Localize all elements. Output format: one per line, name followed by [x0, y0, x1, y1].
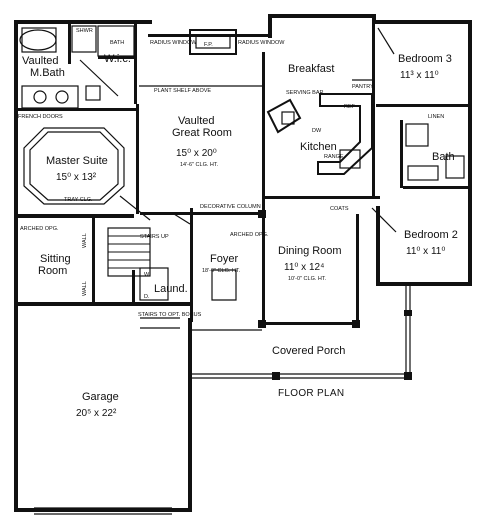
bedrooms [371, 27, 468, 233]
note-stairs-to-bonus: STAIRS TO OPT. BONUS [138, 312, 202, 318]
wic-label: W.i.c. [104, 53, 131, 65]
garage-label: Garage [82, 391, 119, 403]
note-shower: SHWR [76, 28, 93, 34]
exterior-walls [14, 14, 472, 512]
covered-porch-label: Covered Porch [272, 345, 345, 357]
bedroom2-label: Bedroom 2 [404, 229, 458, 241]
great-room-ceiling: 14'-6" CLG. HT. [180, 162, 219, 168]
floor-plan-caption: FLOOR PLAN [278, 388, 344, 399]
bedroom3-label: Bedroom 3 [398, 53, 452, 65]
foyer-stairs [92, 208, 237, 329]
foyer-ceiling: 18'-0" CLG. HT. [202, 268, 241, 274]
garage [34, 507, 172, 515]
great-room-label-1: Vaulted [178, 115, 215, 127]
master-suite-ceiling: TRAY CLG. [64, 197, 93, 203]
note-wall-2: WALL [82, 281, 88, 296]
master-suite-dim: 15⁰ x 13² [56, 172, 97, 183]
dining-room [258, 214, 360, 328]
note-dw: DW [312, 128, 322, 134]
annotation-notes: RADIUS WINDOW RADIUS WINDOW F.P. PLANT S… [18, 28, 444, 318]
foyer-label: Foyer [210, 253, 238, 265]
note-arched-opg-2: ARCHED OPG. [230, 232, 269, 238]
fireplace-bump [150, 29, 270, 55]
great-room-label-2: Great Room [172, 127, 232, 139]
note-ref: REF [344, 104, 356, 110]
note-dryer: D. [144, 294, 150, 300]
great-room-dim: 15⁰ x 20⁰ [176, 148, 217, 159]
note-linen: LINEN [428, 114, 444, 120]
vaulted-mbath-label-2: M.Bath [30, 67, 65, 79]
note-french-doors: FRENCH DOORS [18, 114, 63, 120]
note-serving-bar: SERVING BAR [286, 90, 324, 96]
note-stairs-up: STAIRS UP [140, 234, 169, 240]
master-bath [18, 24, 137, 111]
note-coats: COATS [330, 206, 349, 212]
dining-room-ceiling: 10'-0" CLG. HT. [288, 276, 327, 282]
kitchen-label: Kitchen [300, 141, 337, 153]
vaulted-mbath-label-1: Vaulted [22, 55, 59, 67]
dining-room-dim: 11⁰ x 12⁴ [284, 262, 324, 273]
garage-dim: 20⁵ x 22² [76, 408, 117, 419]
bedroom3-dim: 11³ x 11⁰ [400, 70, 439, 81]
note-fireplace: F.P. [204, 42, 213, 48]
bedroom2-dim: 11⁰ x 11⁰ [406, 246, 445, 257]
sitting-room-label-2: Room [38, 265, 67, 277]
note-wall-1: WALL [82, 233, 88, 248]
note-range: RANGE [324, 154, 344, 160]
room-labels: Vaulted M.Bath W.i.c. Vaulted Great Room… [22, 53, 458, 419]
breakfast-label: Breakfast [288, 63, 334, 75]
note-wh: W. [144, 272, 151, 278]
master-suite [23, 104, 151, 221]
covered-porch [192, 286, 412, 380]
bath-label: Bath [432, 151, 455, 163]
note-bath: BATH [110, 40, 124, 46]
note-decorative-column: DECORATIVE COLUMN [200, 204, 261, 210]
note-radius-window-1: RADIUS WINDOW [150, 40, 197, 46]
master-suite-label: Master Suite [46, 155, 108, 167]
note-plant-shelf: PLANT SHELF ABOVE [154, 88, 211, 94]
note-radius-window-2: RADIUS WINDOW [238, 40, 285, 46]
kitchen [265, 24, 380, 199]
note-arched-opg-1: ARCHED OPG. [20, 226, 59, 232]
sitting-room-label-1: Sitting [40, 253, 71, 265]
dining-room-label: Dining Room [278, 245, 342, 257]
laundry-label: Laund. [154, 283, 188, 295]
note-pantry: PANTRY [352, 84, 374, 90]
